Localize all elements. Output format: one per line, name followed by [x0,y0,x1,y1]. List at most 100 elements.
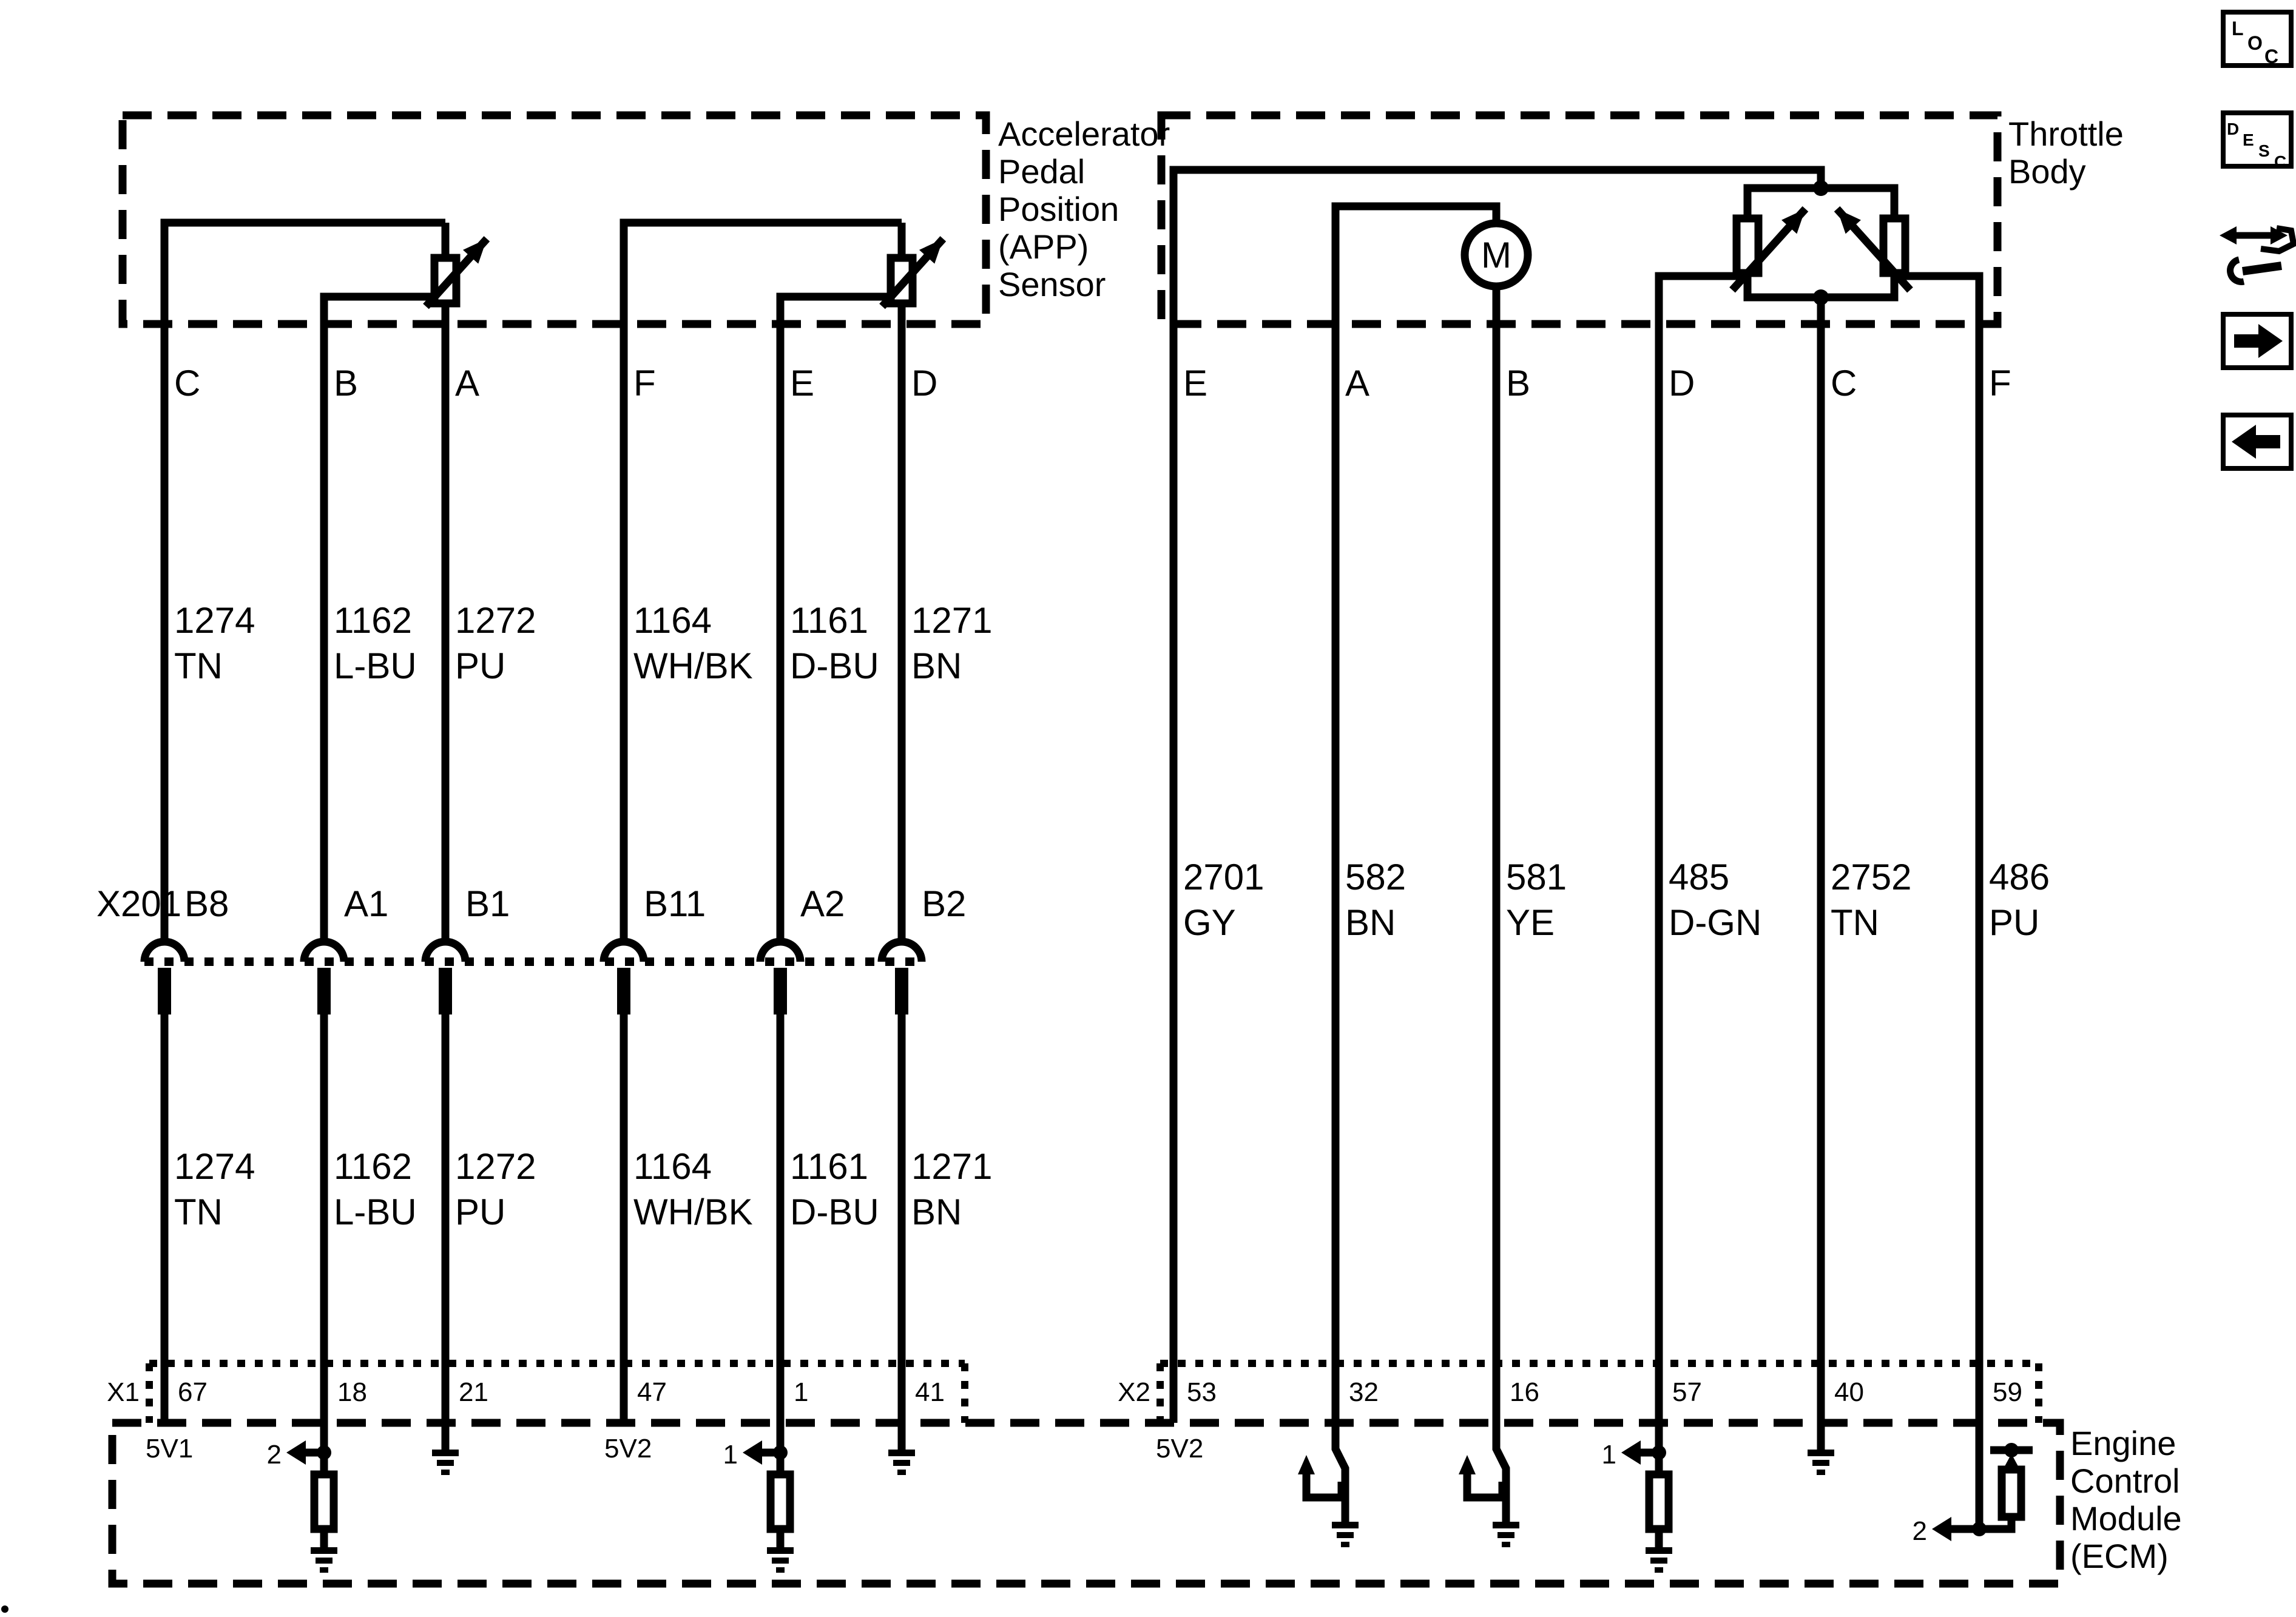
ecm-label: Engine Control Module (ECM) [2070,1424,2182,1575]
x1-pin-1: 1 [794,1377,808,1407]
x201-socket-3-icon [421,937,470,962]
tps-wiper-arrow-left-icon [1729,206,1809,293]
pin16-driver-arrow-icon [1459,1455,1476,1474]
x2-pin-57: 57 [1672,1377,1702,1407]
page-stray-dot [1,1605,8,1613]
pin21-ground-icon [432,1450,459,1475]
pin18-arrow-number: 2 [267,1440,282,1470]
app-potentiometer-1 [423,236,490,309]
back-arrow-button[interactable] [2221,413,2294,471]
app-terminal-b: B [334,363,358,403]
desc-button[interactable]: D E S C [2221,110,2294,171]
pin32-ground-icon [1332,1522,1359,1547]
label-bn-r: BN [1345,902,1396,943]
pin57-ground-icon [1646,1547,1672,1573]
label-1164-lower: 1164 [633,1146,712,1187]
tb-label-line1: Throttle [2008,115,2124,153]
tb-terminal-e: E [1183,363,1207,403]
label-1272: 1272 [455,600,536,641]
pin18-signal-arrow-icon [286,1440,306,1465]
tb-terminal-a: A [1345,363,1369,403]
desc-letter-c: C [2274,152,2286,171]
label-1271: 1271 [911,600,992,641]
label-dbu: D-BU [790,646,879,686]
x2-pin-59: 59 [1993,1377,2022,1407]
x1-label: X1 [107,1377,140,1407]
label-1161-lower: 1161 [790,1146,868,1187]
tool-hook-shape [2260,225,2296,255]
label-1274-lower: 1274 [174,1146,255,1187]
pot2-wiper-arrow-icon [879,236,947,309]
label-tn-lower: TN [174,1192,223,1232]
label-1164: 1164 [633,600,712,641]
app-potentiometer-2 [879,236,947,309]
label-tn: TN [174,646,223,686]
ecm-pin18-circuit: 2 [267,1423,338,1573]
x201-pin-stub-1 [158,968,171,1014]
pin41-ground-icon [888,1450,915,1475]
x201-pin-stub-6 [895,968,908,1014]
ecm-pin16-circuit [1459,1423,1519,1547]
label-2701: 2701 [1183,857,1264,897]
throttle-motor-icon [1460,219,1532,291]
ecm-5v2-left-label: 5V2 [604,1434,652,1463]
x1-pin-18: 18 [337,1377,367,1407]
ecm-pin1-circuit: 1 [723,1423,794,1573]
ecm-label-line3: Module [2070,1499,2182,1538]
app-label-line1: Accelerator [998,115,1170,153]
x2-pin-16: 16 [1510,1377,1539,1407]
ecm-5v2-right-label: 5V2 [1156,1434,1203,1463]
label-581: 581 [1506,857,1567,897]
wire-1161-dbu [776,292,887,1423]
pin1-resistor [766,1470,794,1533]
x2-pin-32: 32 [1349,1377,1379,1407]
label-pu-r: PU [1989,902,2039,943]
x201-pin-b2: B2 [922,883,966,924]
tool-arrow-right-head-icon [2271,226,2288,245]
pin59-signal-arrow-icon [1932,1517,1951,1541]
x201-pin-b8: B8 [184,883,229,924]
throttle-body-box [1157,111,2002,328]
pot1-wiper-arrow-icon [423,236,490,309]
forward-arrow-button[interactable] [2221,312,2294,370]
loc-button[interactable]: L O C [2221,10,2294,68]
x201-socket-2-icon [300,937,348,962]
label-1274: 1274 [174,600,255,641]
related-tool-button[interactable] [2220,225,2296,285]
back-arrow-icon [2232,425,2256,459]
app-circuit-wires [160,218,906,1423]
x201-pin-b11: B11 [644,883,706,924]
app-terminal-d: D [911,363,937,403]
pin57-arrow-number: 1 [1602,1440,1616,1470]
x2-pin-40: 40 [1834,1377,1864,1407]
tb-terminal-letters: E A B D C F [1183,363,2011,403]
forward-arrow-icon [2234,334,2260,348]
wire-1162-lbu [320,292,431,1423]
ecm-box [108,1419,2064,1588]
pin40-ground-icon [1808,1450,1834,1475]
label-lbu-lower: L-BU [334,1192,417,1232]
label-lbu: L-BU [334,646,417,686]
left-wire-labels-upper: 1274 TN 1162 L-BU 1272 PU 1164 WH/BK 116… [174,600,992,686]
wire-486-pu [1894,272,1984,1423]
app-label-line4: (APP) [998,228,1089,266]
app-terminal-c: C [174,363,200,403]
label-485: 485 [1669,857,1729,897]
label-1272-lower: 1272 [455,1146,536,1187]
label-486: 486 [1989,857,2050,897]
x2-label: X2 [1118,1377,1150,1407]
x201-socket-4-icon [599,937,648,962]
throttle-body-label: Throttle Body [2008,115,2124,191]
label-bn: BN [911,646,962,686]
label-dbu-lower: D-BU [790,1192,879,1232]
app-sensor-box [118,111,990,328]
tb-terminal-b: B [1506,363,1530,403]
label-gy: GY [1183,902,1236,943]
wire-582-bn [1331,202,1501,1423]
pin16-driver-bracket [1463,1474,1507,1502]
ecm-label-line1: Engine [2070,1424,2176,1462]
wrench-icon [2227,256,2245,285]
ecm-pin40-circuit [1808,1423,1834,1475]
